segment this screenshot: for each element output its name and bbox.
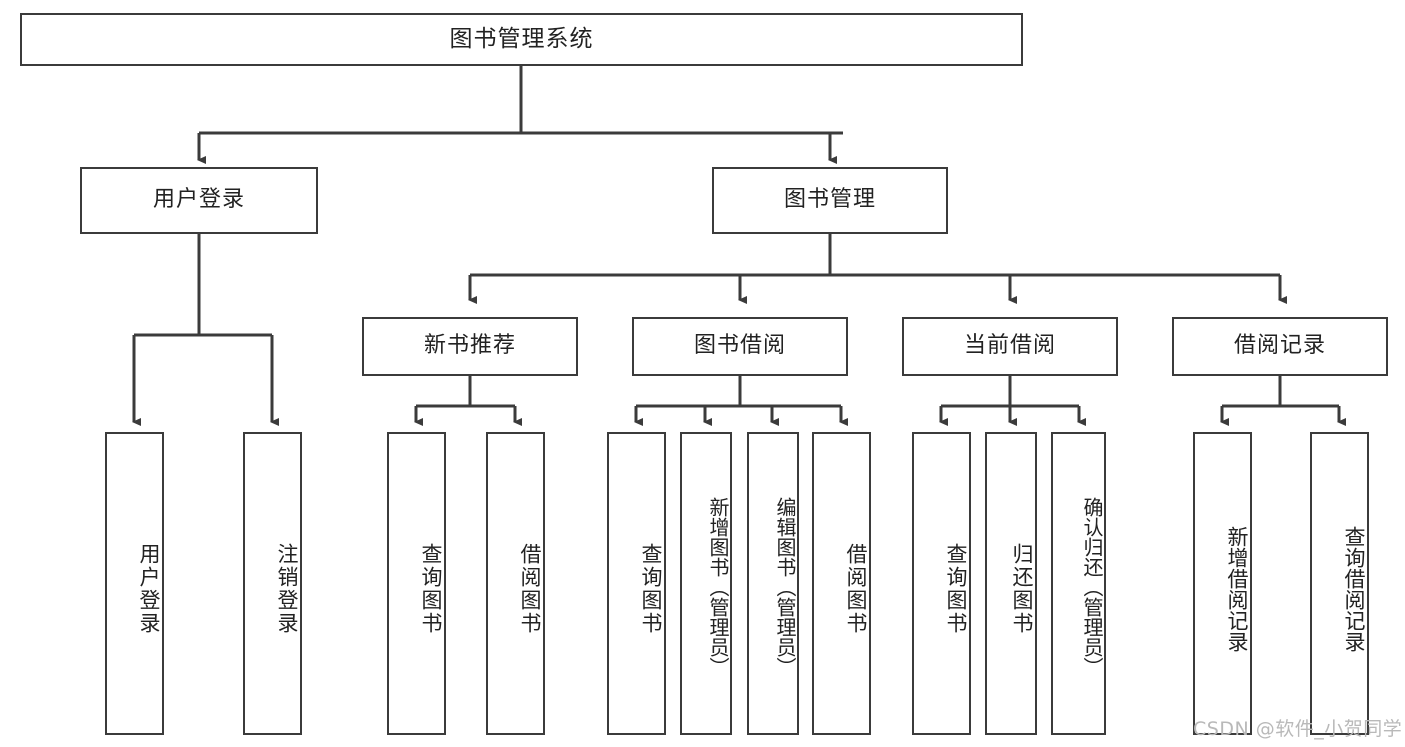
leaf-record-query[interactable]: 查询借阅记录 <box>1310 432 1369 735</box>
leaf-current-return-book[interactable]: 归还图书 <box>985 432 1037 735</box>
node-label: 编辑图书（管理员） <box>773 496 797 677</box>
node-label: 新增借阅记录 <box>1225 525 1249 652</box>
node-label: 注销登录 <box>275 542 299 635</box>
node-new-book-recommend[interactable]: 新书推荐 <box>362 317 578 376</box>
leaf-borrow-query-book[interactable]: 查询图书 <box>607 432 666 735</box>
leaf-recommend-query-book[interactable]: 查询图书 <box>387 432 446 735</box>
node-book-management[interactable]: 图书管理 <box>712 167 948 234</box>
node-label: 归还图书 <box>1010 542 1034 635</box>
node-label: 新增图书（管理员） <box>706 496 730 677</box>
leaf-current-query-book[interactable]: 查询图书 <box>912 432 971 735</box>
watermark-text: CSDN @软件_小贺同学 <box>1193 718 1403 740</box>
leaf-borrow-edit-book-admin[interactable]: 编辑图书（管理员） <box>747 432 799 735</box>
node-label: 当前借阅 <box>963 333 1056 359</box>
node-label: 借阅图书 <box>844 542 868 635</box>
node-label: 图书借阅 <box>693 333 786 359</box>
node-label: 借阅记录 <box>1233 333 1326 359</box>
node-label: 确认归还（管理员） <box>1080 496 1104 677</box>
node-label: 借阅图书 <box>518 542 542 635</box>
leaf-recommend-borrow-book[interactable]: 借阅图书 <box>486 432 545 735</box>
node-label: 图书管理系统 <box>449 25 594 52</box>
node-current-borrow[interactable]: 当前借阅 <box>902 317 1118 376</box>
leaf-borrow-add-book-admin[interactable]: 新增图书（管理员） <box>680 432 732 735</box>
node-label: 新书推荐 <box>423 333 516 359</box>
node-root-system[interactable]: 图书管理系统 <box>20 13 1023 66</box>
node-label: 查询图书 <box>639 542 663 635</box>
leaf-borrow-borrow-book[interactable]: 借阅图书 <box>812 432 871 735</box>
node-label: 图书管理 <box>783 187 876 213</box>
leaf-current-confirm-return-admin[interactable]: 确认归还（管理员） <box>1051 432 1106 735</box>
leaf-record-add[interactable]: 新增借阅记录 <box>1193 432 1252 735</box>
node-label: 查询图书 <box>419 542 443 635</box>
leaf-user-logout[interactable]: 注销登录 <box>243 432 302 735</box>
leaf-user-login[interactable]: 用户登录 <box>105 432 164 735</box>
node-label: 用户登录 <box>137 542 161 635</box>
node-borrow-record[interactable]: 借阅记录 <box>1172 317 1388 376</box>
node-label: 查询图书 <box>944 542 968 635</box>
node-label: 查询借阅记录 <box>1342 525 1366 652</box>
node-user-login[interactable]: 用户登录 <box>80 167 318 234</box>
node-label: 用户登录 <box>152 187 245 213</box>
node-book-borrow[interactable]: 图书借阅 <box>632 317 848 376</box>
